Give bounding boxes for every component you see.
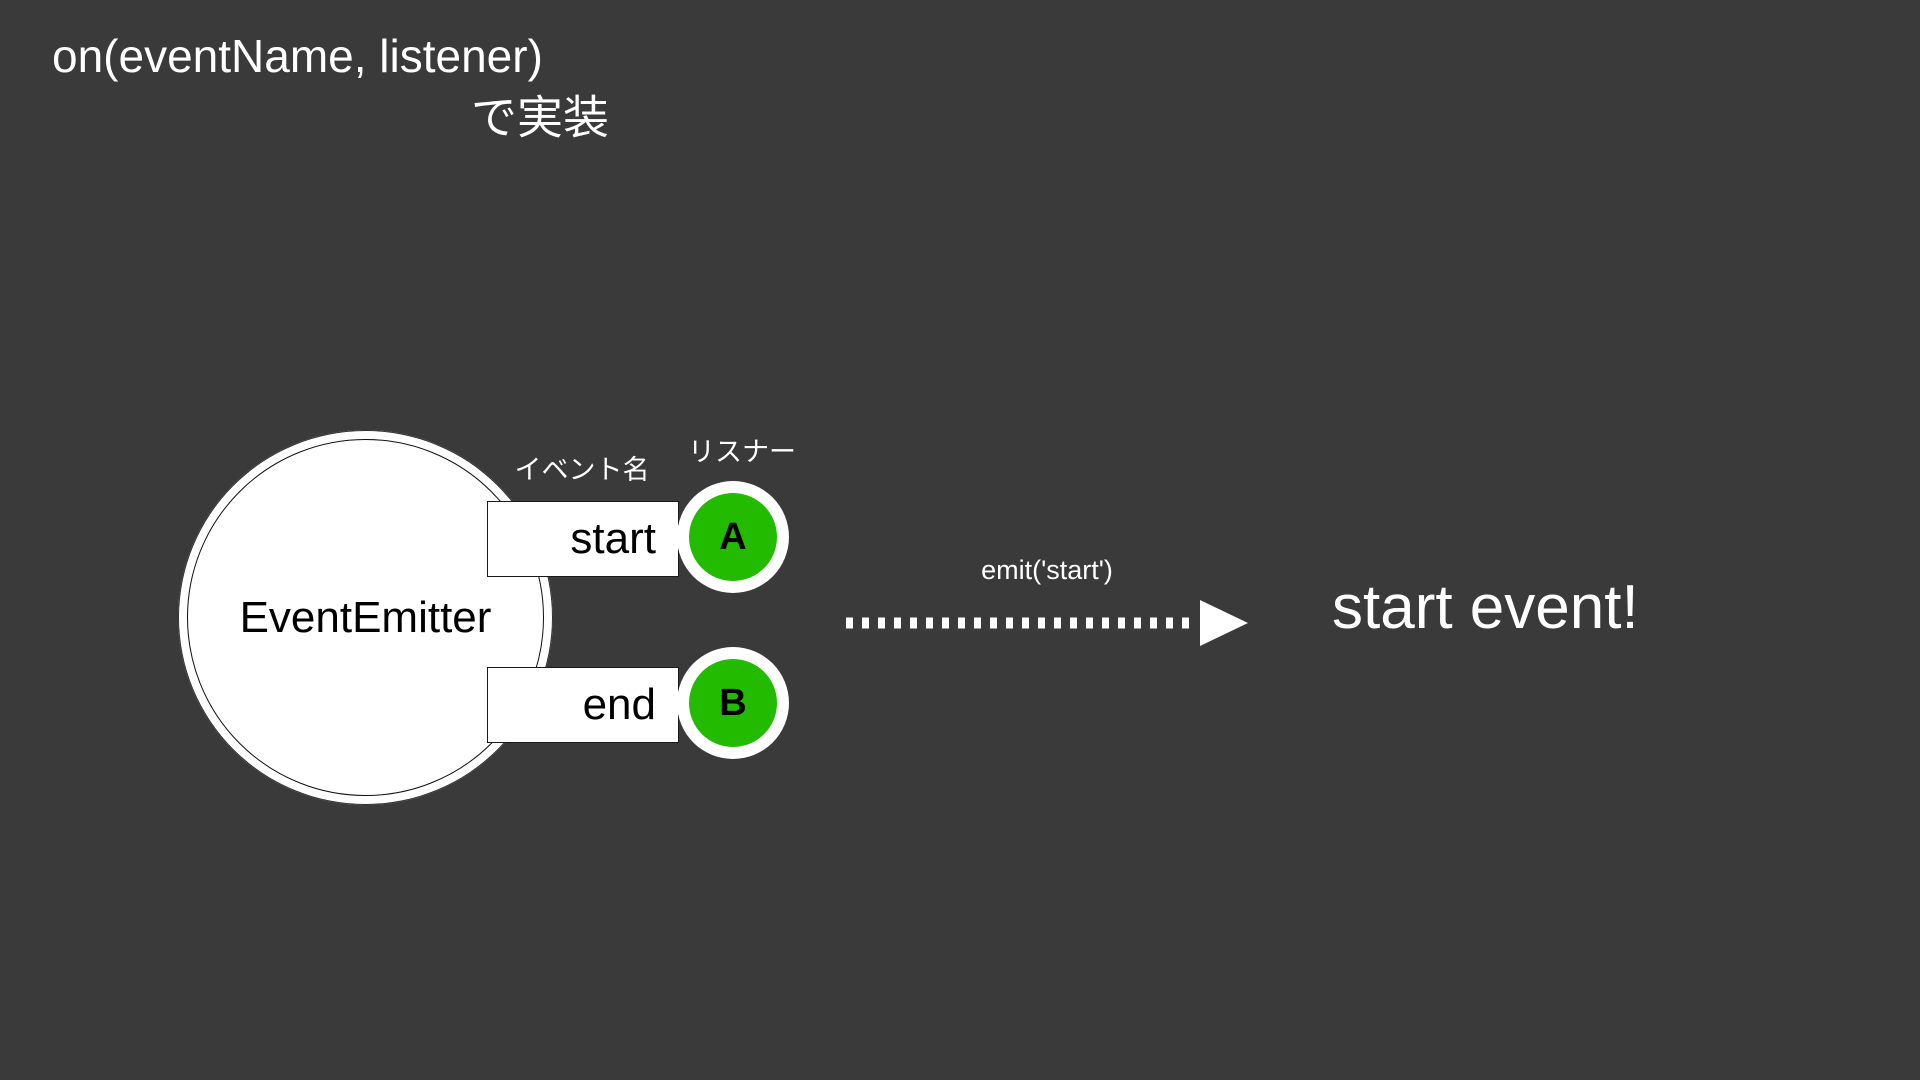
emit-result-text: start event! [1332, 573, 1639, 642]
event-emitter-node: EventEmitter [178, 430, 553, 805]
listener-core-b: B [689, 659, 777, 747]
listener-label-b: B [719, 682, 747, 724]
event-name-box-start: start [487, 501, 679, 577]
page-title-line-1: on(eventName, listener) [52, 30, 543, 82]
dotted-arrow-right-icon [846, 600, 1248, 646]
event-emitter-circle-inner [187, 439, 544, 796]
event-name-box-end: end [487, 667, 679, 743]
listener-core-a: A [689, 493, 777, 581]
event-name-label-end: end [582, 680, 656, 729]
listener-label-a: A [719, 516, 747, 558]
caption-listener: リスナー [688, 437, 796, 467]
page-title-line-2: で実装 [471, 91, 609, 144]
emit-call-label: emit('start') [981, 555, 1113, 585]
listener-node-a: A [677, 481, 789, 593]
caption-event-name: イベント名 [514, 455, 650, 485]
listener-node-b: B [677, 647, 789, 759]
event-emitter-label: EventEmitter [239, 592, 492, 642]
event-name-label-start: start [570, 514, 656, 563]
